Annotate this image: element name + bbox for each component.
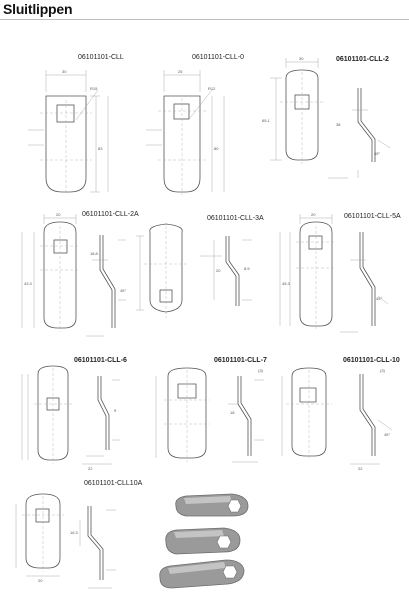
svg-text:30: 30 [62,69,67,74]
part-label-cll-2a: 06101101-CLL-2A [82,211,139,218]
svg-text:16.3: 16.3 [70,530,79,535]
part-label-cll: 06101101-CLL [78,54,124,61]
part-label-cll-5a: 06101101-CLL-5A [344,213,401,220]
drawing-cll-6: 22 9 [21,365,120,471]
drawing-cll10a: 20 16.3 [15,493,116,589]
drawing-cll-2: 30 65.1 38 45° [262,56,391,179]
svg-text:18: 18 [230,410,235,415]
part-label-cll10a: 06101101-CLL10A [84,480,143,487]
svg-text:43.3: 43.3 [24,281,33,286]
svg-text:25: 25 [178,69,183,74]
cam-1 [175,493,249,517]
svg-text:45°: 45° [376,296,382,301]
svg-text:R12: R12 [208,86,216,91]
svg-text:45°: 45° [384,432,390,437]
svg-text:80: 80 [214,146,219,151]
drawing-cll-3a: 20 8.5 [136,223,252,318]
page-title: Sluitlippen [3,1,73,17]
svg-text:20: 20 [216,268,221,273]
svg-text:18.8: 18.8 [90,251,99,256]
svg-text:20: 20 [56,212,61,217]
svg-text:20: 20 [311,212,316,217]
part-label-cll-6: 06101101-CLL-6 [74,357,127,364]
svg-text:(3): (3) [258,368,264,373]
drawing-cll-5a: 20 45.3 45° [279,212,389,333]
svg-text:38: 38 [336,122,341,127]
cam-photo [159,493,249,589]
svg-text:45.3: 45.3 [282,281,291,286]
drawing-cll-7: (3) 18 [155,367,264,463]
svg-text:9: 9 [114,408,117,413]
svg-text:83: 83 [98,146,103,151]
part-label-cll-7: 06101101-CLL-7 [214,357,267,364]
svg-text:30: 30 [299,56,304,61]
title-divider [0,19,409,20]
cam-3 [159,559,245,589]
drawing-cll-0: 25 R12 80 [146,69,225,195]
drawing-cll-10: (3) 45° 22 [281,367,393,471]
svg-text:45°: 45° [120,288,126,293]
svg-text:22: 22 [88,466,93,471]
svg-text:65.1: 65.1 [262,118,271,123]
svg-text:(3): (3) [380,368,386,373]
svg-text:22: 22 [358,466,363,471]
part-label-cll-0: 06101101-CLL-0 [192,54,245,61]
part-label-cll-10: 06101101-CLL-10 [343,357,400,364]
svg-text:R15: R15 [90,86,98,91]
cam-2 [165,527,241,555]
svg-text:20: 20 [38,578,43,583]
svg-text:45°: 45° [374,151,380,156]
part-label-cll-3a: 06101101-CLL-3A [207,215,264,222]
drawing-cll: 30 R15 83 [28,69,109,195]
part-label-cll-2: 06101101-CLL-2 [336,56,389,63]
drawing-cll-2a: 20 43.3 18.8 45° [21,212,126,337]
svg-text:8.5: 8.5 [244,266,250,271]
